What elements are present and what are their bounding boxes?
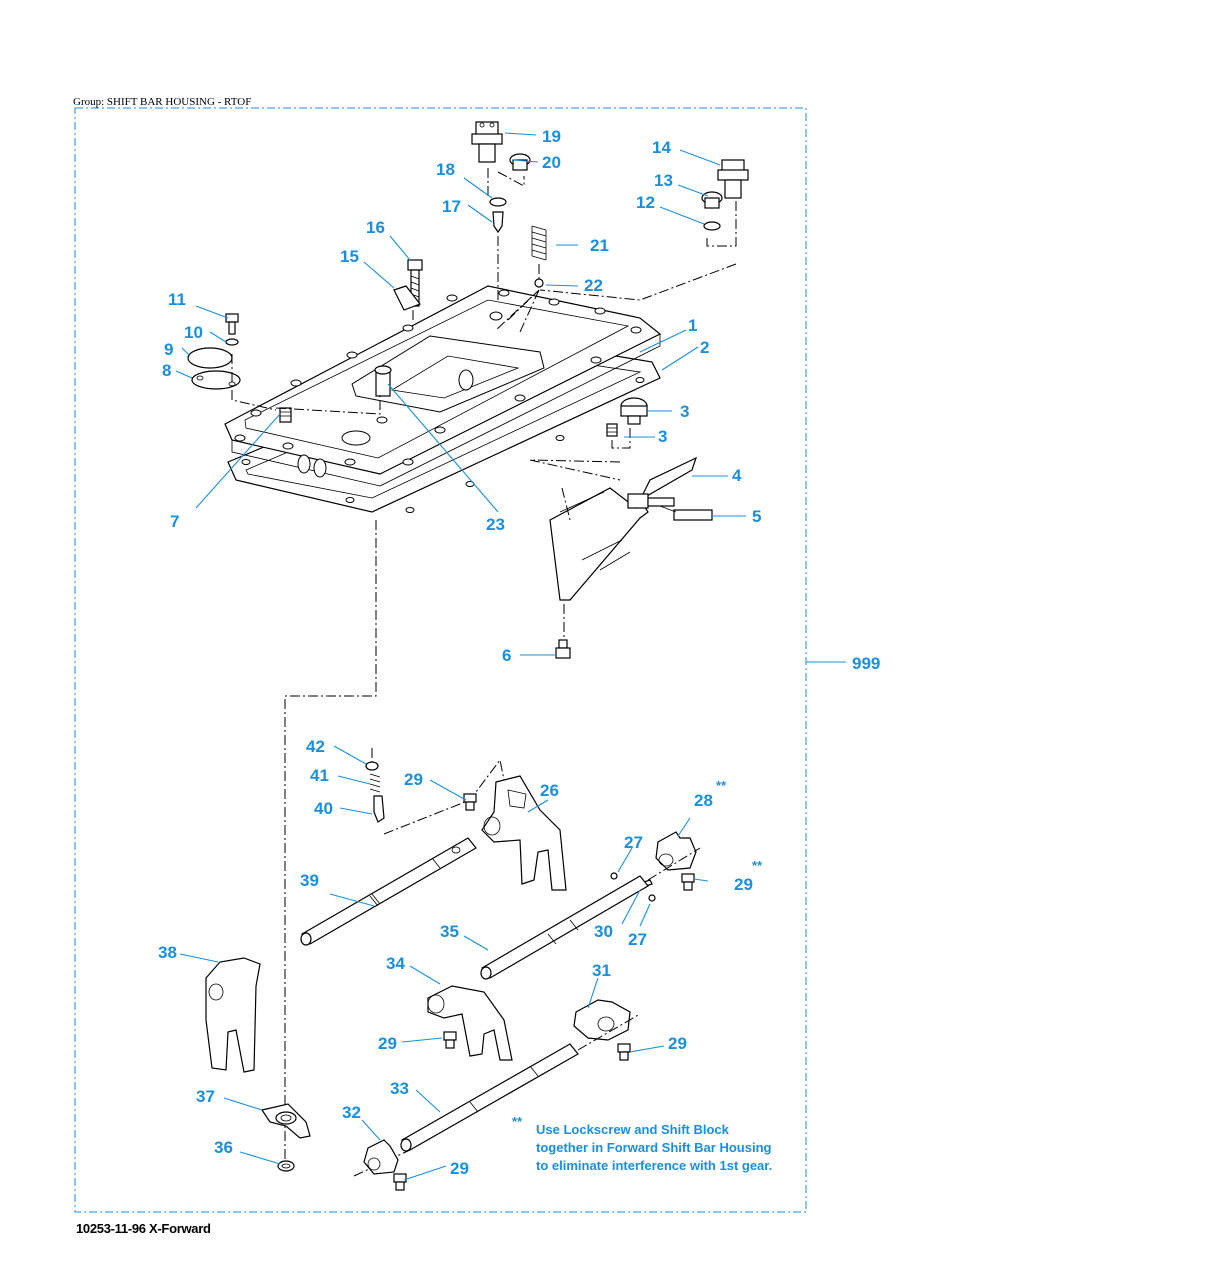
note-marker: ** <box>512 1114 523 1129</box>
callout-29b: 29 <box>734 875 753 894</box>
screw-29-c <box>443 1031 457 1049</box>
callout-29d: 29 <box>668 1034 687 1053</box>
callout-39: 39 <box>300 871 319 890</box>
plug-13 <box>701 191 723 209</box>
switch-14 <box>717 159 749 199</box>
callout-16: 16 <box>366 218 385 237</box>
callout-34: 34 <box>386 954 405 973</box>
callout-11: 11 <box>168 290 186 309</box>
callout-17: 17 <box>442 197 461 216</box>
callout-13: 13 <box>654 171 673 190</box>
callout-37: 37 <box>196 1087 215 1106</box>
spring-21 <box>531 225 547 261</box>
shift-block-28 <box>655 831 697 871</box>
washer-12 <box>703 221 721 231</box>
plug-20 <box>509 153 531 171</box>
callout-36: 36 <box>214 1138 233 1157</box>
callout-star-29: ** <box>752 858 763 873</box>
assembly-frame <box>74 107 807 1213</box>
washer-10 <box>225 338 239 346</box>
callout-21: 21 <box>590 236 609 255</box>
ball-22 <box>534 278 544 288</box>
callout-42: 42 <box>306 737 325 756</box>
callout-26: 26 <box>540 781 559 800</box>
callout-29e: 29 <box>450 1159 469 1178</box>
nut-42 <box>365 761 379 771</box>
screw-29-d <box>617 1043 631 1061</box>
plug-23 <box>374 365 392 397</box>
callout-30: 30 <box>594 922 613 941</box>
callout-6: 6 <box>502 646 511 665</box>
breather-3 <box>620 397 648 425</box>
plunger-40 <box>373 795 385 823</box>
leader-lines <box>175 132 846 1181</box>
screw-6 <box>555 639 571 659</box>
callout-3b: 3 <box>658 427 667 446</box>
shift-fork-26 <box>481 775 567 891</box>
callout-2: 2 <box>700 338 709 357</box>
callout-4: 4 <box>732 466 742 485</box>
shift-fork-38 <box>205 957 261 1073</box>
callout-12: 12 <box>636 193 655 212</box>
callout-27b: 27 <box>628 930 647 949</box>
shift-bar-35 <box>481 875 649 979</box>
cover-plate-9 <box>187 347 233 369</box>
cable-5 <box>627 493 713 521</box>
note-line-2: together in Forward Shift Bar Housing <box>536 1140 772 1155</box>
callout-14: 14 <box>652 138 671 157</box>
callout-27a: 27 <box>624 833 643 852</box>
callout-41: 41 <box>310 766 329 785</box>
washer-18 <box>489 197 507 207</box>
lock-washer-15 <box>393 285 421 311</box>
group-label: Group: SHIFT BAR HOUSING - RTOF <box>73 96 252 108</box>
note-line-3: to eliminate interference with 1st gear. <box>536 1158 772 1173</box>
callout-5: 5 <box>752 507 761 526</box>
cover-gasket-8 <box>191 370 241 390</box>
callout-18: 18 <box>436 160 455 179</box>
figure-id: 10253-11-96 X-Forward <box>76 1221 211 1236</box>
callout-1: 1 <box>688 316 697 335</box>
callout-10: 10 <box>184 323 203 342</box>
callout-3a: 3 <box>680 402 689 421</box>
callout-999: 999 <box>852 654 880 673</box>
callout-31: 31 <box>592 961 611 980</box>
bolt-11 <box>225 313 239 335</box>
callout-23: 23 <box>486 515 505 534</box>
callout-20: 20 <box>542 153 561 172</box>
callout-19: 19 <box>542 127 561 146</box>
spring-41 <box>369 773 381 793</box>
callout-22: 22 <box>584 276 603 295</box>
screw-29-a <box>463 793 477 811</box>
callout-29c: 29 <box>378 1034 397 1053</box>
callout-29a: 29 <box>404 770 423 789</box>
plug-7 <box>279 407 292 423</box>
ball-27-b <box>648 894 656 902</box>
snap-ring-36 <box>277 1160 295 1172</box>
callout-8: 8 <box>162 361 171 380</box>
shift-block-31 <box>573 999 631 1041</box>
callout-7: 7 <box>170 512 179 531</box>
callout-38: 38 <box>158 943 177 962</box>
screw-29-b <box>681 873 695 891</box>
ball-27-a <box>610 872 618 880</box>
shift-block-32 <box>363 1139 399 1175</box>
bracket-4 <box>549 456 698 601</box>
shift-fork-34 <box>427 985 513 1061</box>
callout-40: 40 <box>314 799 333 818</box>
screw-29-e <box>393 1173 407 1191</box>
housing-holes <box>234 289 642 478</box>
plug-3 <box>606 423 618 437</box>
callout-33: 33 <box>390 1079 409 1098</box>
callout-32: 32 <box>342 1103 361 1122</box>
note-line-1: Use Lockscrew and Shift Block <box>536 1122 730 1137</box>
pin-17 <box>492 211 504 234</box>
callout-35: 35 <box>440 922 459 941</box>
switch-19 <box>471 121 503 163</box>
callout-9: 9 <box>164 340 173 359</box>
callout-star-28: ** <box>716 778 727 793</box>
callout-15: 15 <box>340 247 359 266</box>
callout-28: 28 <box>694 791 713 810</box>
